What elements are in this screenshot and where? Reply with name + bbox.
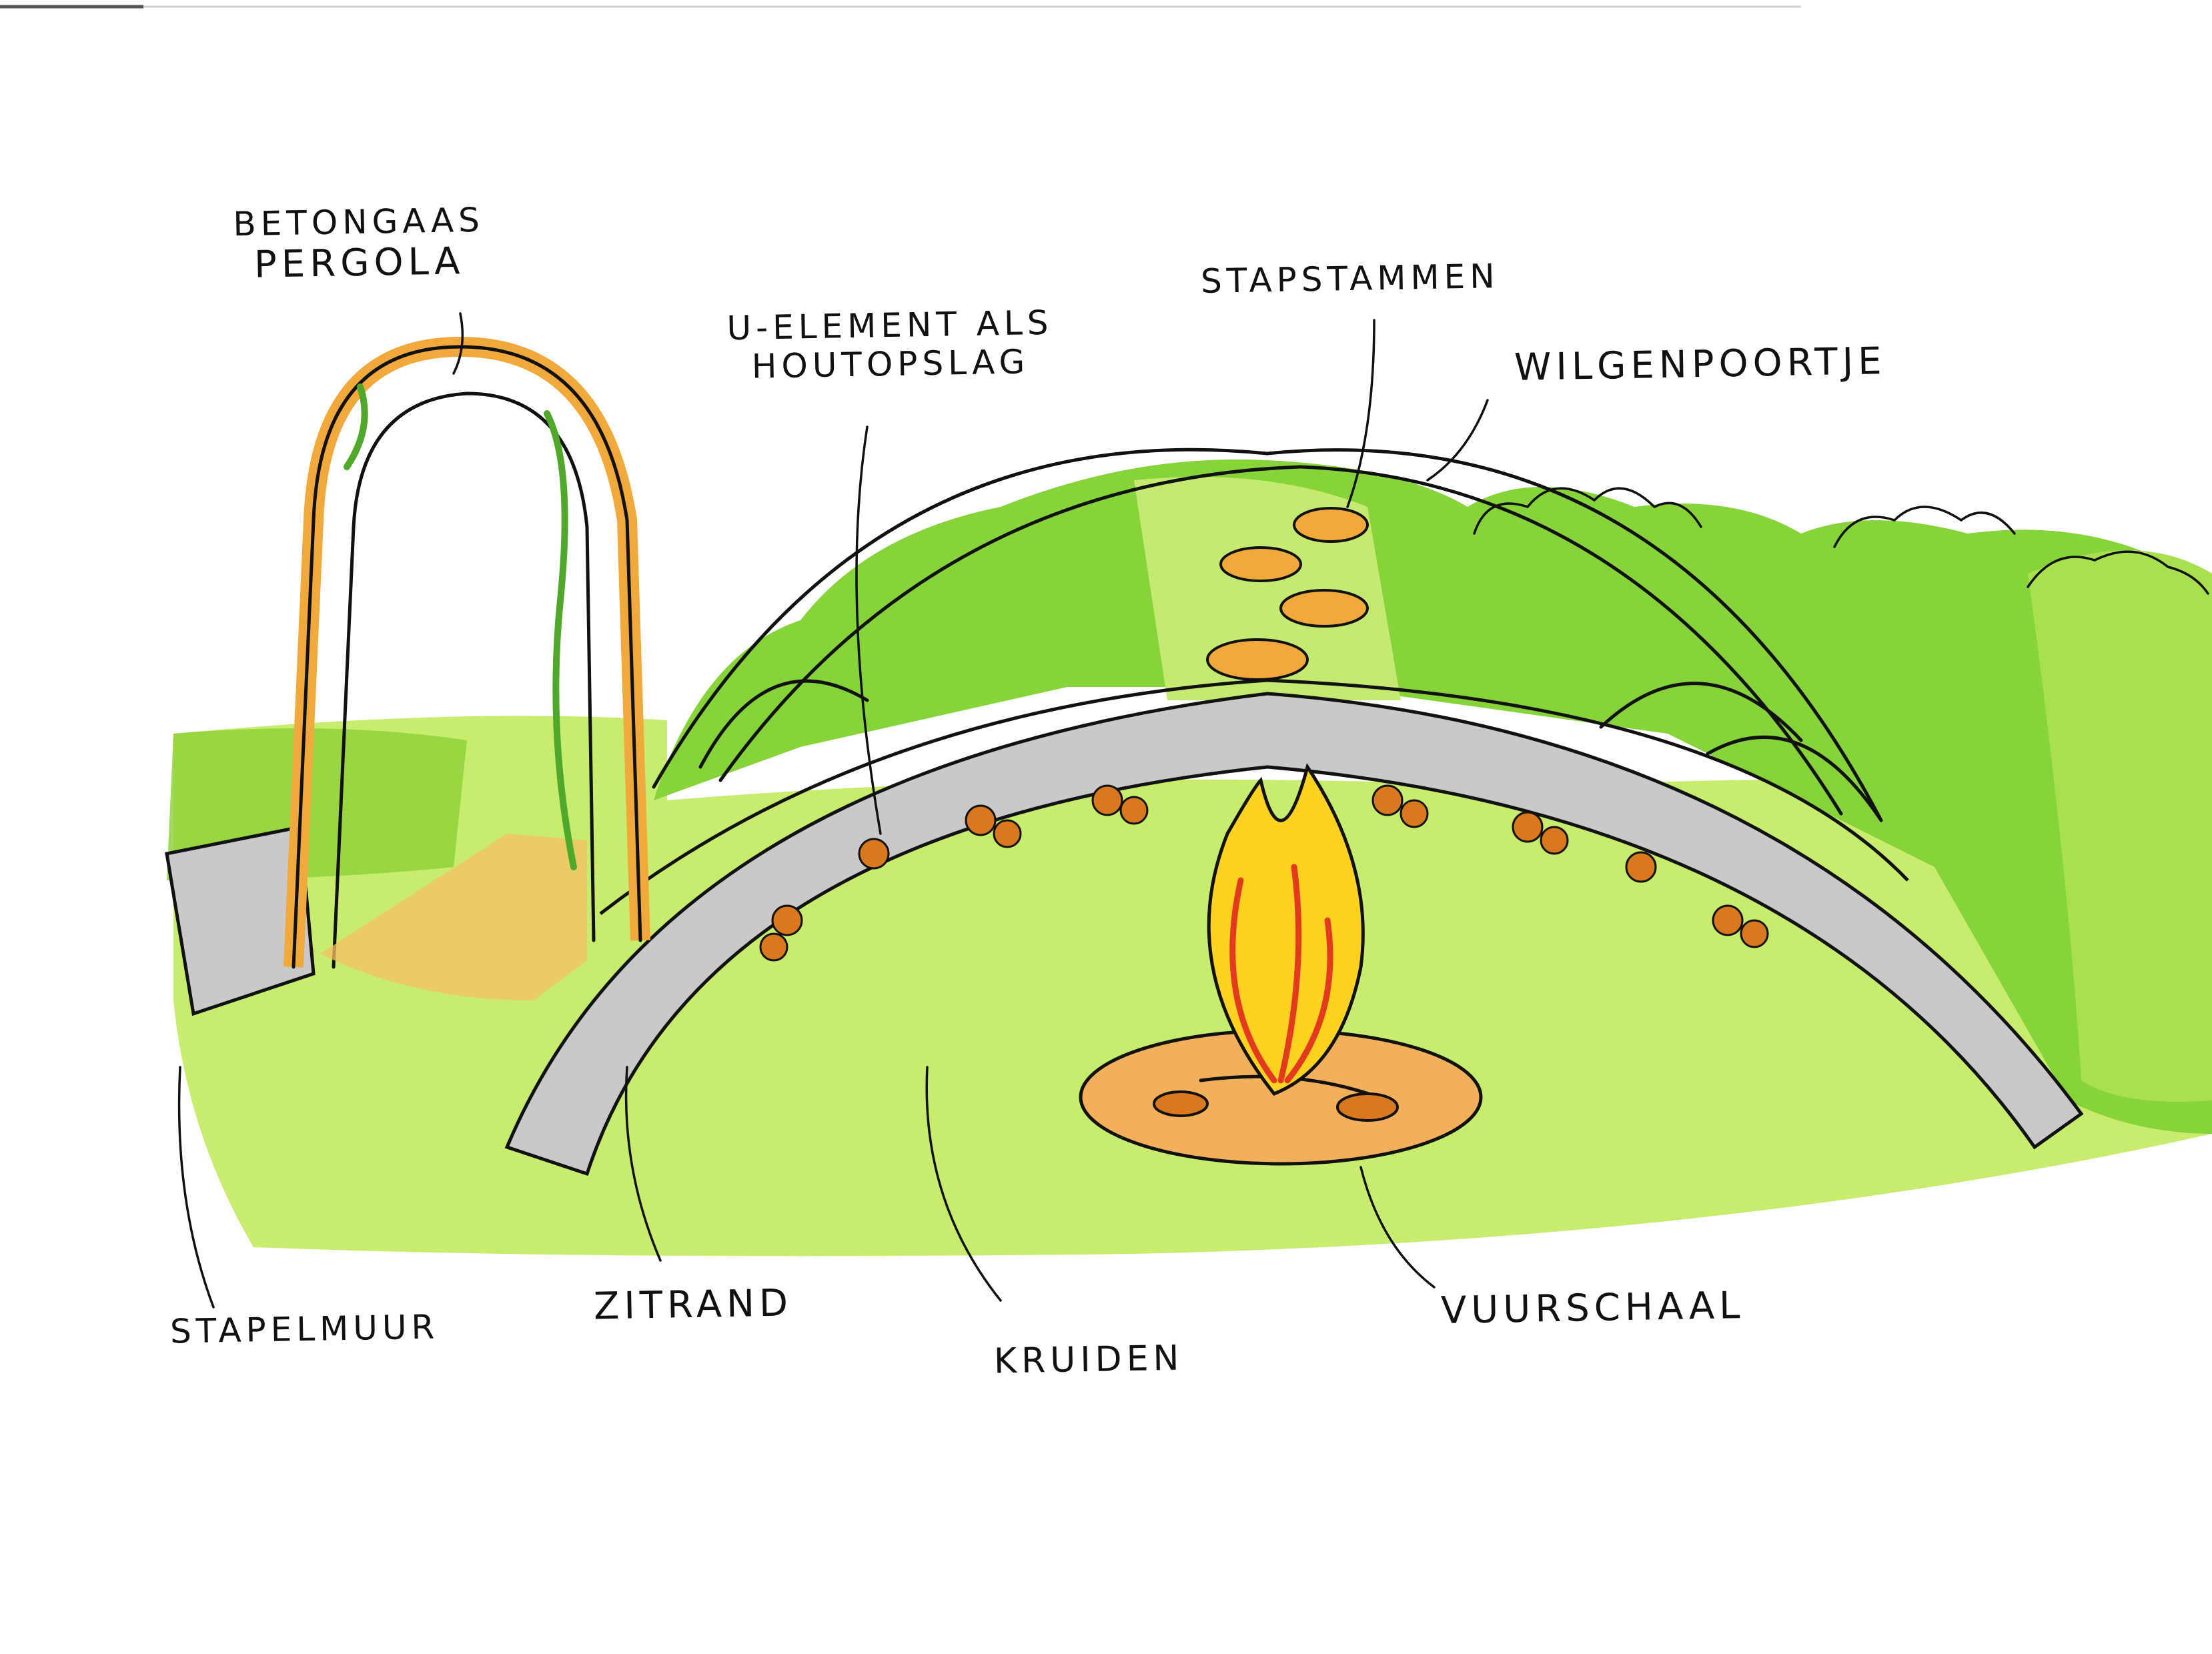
label-wilgenpoortje: WILGENPOORTJE (1514, 339, 1887, 389)
stone-wall (165, 678, 2084, 1176)
label-pergola-line1: BETONGAAS (232, 200, 485, 244)
hedge-outline (1473, 487, 2209, 595)
label-zitrand: ZITRAND (593, 1281, 793, 1329)
pergola (284, 336, 650, 1000)
leader-lines (177, 312, 1489, 1309)
label-pergola-line2: PERGOLA (253, 239, 465, 287)
label-stapstammen: STAPSTAMMEN (1200, 257, 1500, 301)
label-vuurschaal: VUURSCHAAL (1440, 1284, 1745, 1333)
label-kruiden: KRUIDEN (993, 1338, 1184, 1382)
willow-gate (652, 448, 1883, 822)
fire-bowl (1079, 763, 1483, 1166)
hedge (654, 459, 2212, 1134)
label-betongaas-pergola: BETONGAAS PERGOLA (233, 201, 486, 287)
label-u-element-line2: HOUTOPSLAG (751, 341, 1030, 386)
wood-storage (759, 784, 1769, 962)
label-u-element: U-ELEMENT ALS HOUTOPSLAG (726, 303, 1054, 387)
label-u-element-line1: U-ELEMENT ALS (726, 303, 1054, 348)
label-stapelmuur: STAPELMUUR (169, 1307, 440, 1351)
